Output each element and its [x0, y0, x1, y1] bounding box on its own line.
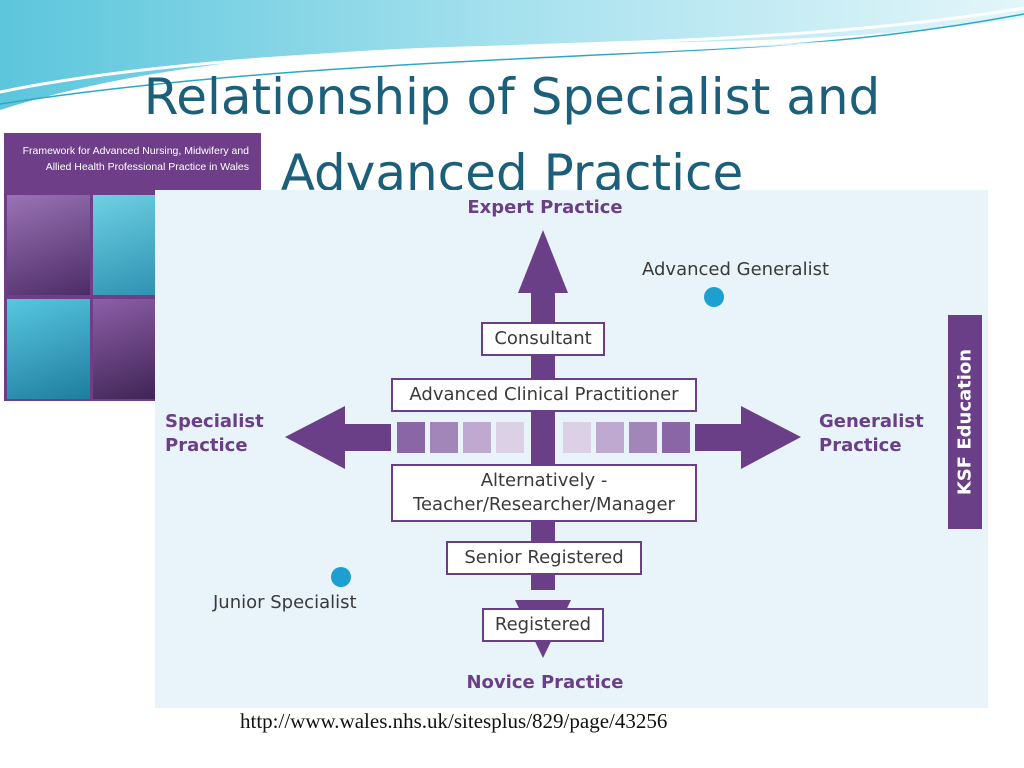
alternative-roles-line2: Teacher/Researcher/Manager	[413, 494, 675, 515]
alternative-roles-box: Alternatively - Teacher/Researcher/Manag…	[391, 464, 697, 522]
cover-photo	[7, 299, 90, 399]
scale-square	[662, 422, 690, 453]
scale-square	[463, 422, 491, 453]
scale-square	[430, 422, 458, 453]
ksf-education-label: KSF Education	[954, 348, 976, 496]
scale-square	[629, 422, 657, 453]
advanced-generalist-dot	[704, 287, 724, 307]
scale-square	[397, 422, 425, 453]
scale-square	[596, 422, 624, 453]
acp-label: Advanced Clinical Practitioner	[409, 384, 679, 405]
junior-specialist-label: Junior Specialist	[213, 592, 357, 613]
source-url-link[interactable]: http://www.wales.nhs.uk/sitesplus/829/pa…	[240, 709, 668, 733]
right-arrow	[695, 406, 801, 469]
cover-title-text: Framework for Advanced Nursing, Midwifer…	[22, 145, 249, 173]
scale-square	[496, 422, 524, 453]
ksf-education-bar: KSF Education	[948, 315, 982, 529]
acp-box: Advanced Clinical Practitioner	[391, 378, 697, 412]
generalist-practice-label: Generalist Practice	[819, 411, 924, 456]
senior-registered-box: Senior Registered	[446, 541, 642, 575]
registered-box: Registered	[482, 608, 604, 642]
practice-diagram: Expert Practice Novice Practice Speciali…	[155, 190, 988, 708]
header-wave-decoration	[0, 0, 1024, 110]
cover-photo	[7, 195, 90, 295]
expert-practice-label: Expert Practice	[467, 197, 623, 218]
slide-title-line1: Relationship of Specialist and	[143, 68, 881, 126]
consultant-box: Consultant	[481, 322, 605, 356]
scale-square	[563, 422, 591, 453]
novice-practice-label: Novice Practice	[466, 672, 624, 693]
advanced-generalist-label: Advanced Generalist	[642, 259, 830, 280]
left-arrow	[285, 406, 391, 469]
junior-specialist-dot	[331, 567, 351, 587]
specialist-practice-label: Specialist Practice	[165, 411, 264, 456]
alternative-roles-line1: Alternatively -	[480, 470, 608, 491]
